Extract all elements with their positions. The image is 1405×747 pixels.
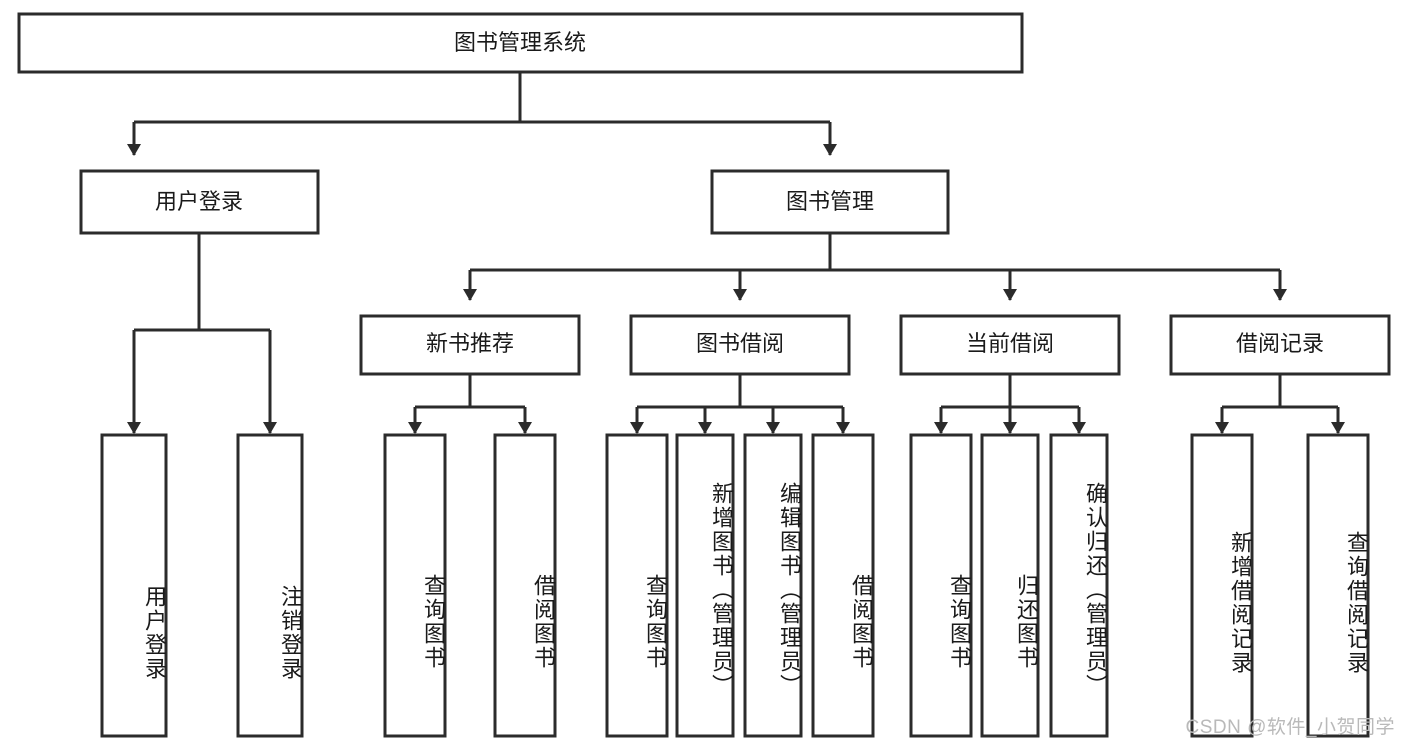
node-book-manage-label: 图书管理 <box>786 189 874 214</box>
leaf-box-book-borrow-1[interactable] <box>605 433 669 738</box>
leaf-box-new-book-1[interactable] <box>383 433 447 738</box>
node-current-borrow[interactable]: 当前借阅 <box>899 314 1121 376</box>
leaf-box-current-borrow-2[interactable] <box>980 433 1040 738</box>
node-borrow-record-box[interactable] <box>1169 314 1391 376</box>
node-root-label: 图书管理系统 <box>454 30 586 55</box>
node-user-login[interactable]: 用户登录 <box>79 169 320 235</box>
leaf-box-book-borrow-4[interactable] <box>811 433 875 738</box>
leaf-box-current-borrow-1[interactable] <box>909 433 973 738</box>
node-book-borrow-label: 图书借阅 <box>696 331 784 356</box>
leaf-box-borrow-record-2[interactable] <box>1306 433 1370 738</box>
node-borrow-record[interactable]: 借阅记录 <box>1169 314 1391 376</box>
node-book-manage[interactable]: 图书管理 <box>710 169 950 235</box>
leaf-box-current-borrow-3[interactable] <box>1049 433 1109 738</box>
leaf-box-user-login-1[interactable] <box>100 433 168 738</box>
node-book-manage-box[interactable] <box>710 169 950 235</box>
nodes-layer: 图书管理系统 用户登录 图书管理 新书推荐 图书借阅 当前借阅 借阅记录 <box>17 12 1391 738</box>
node-new-book-recommend[interactable]: 新书推荐 <box>359 314 581 376</box>
node-new-book-recommend-label: 新书推荐 <box>426 331 514 356</box>
node-book-borrow[interactable]: 图书借阅 <box>629 314 851 376</box>
node-book-borrow-box[interactable] <box>629 314 851 376</box>
leaf-box-borrow-record-1[interactable] <box>1190 433 1254 738</box>
node-new-book-recommend-box[interactable] <box>359 314 581 376</box>
node-user-login-box[interactable] <box>79 169 320 235</box>
node-user-login-label: 用户登录 <box>155 189 243 214</box>
edges-layer <box>127 72 1345 434</box>
watermark: CSDN @软件_小贺同学 <box>1185 717 1395 738</box>
leaf-box-book-borrow-3[interactable] <box>743 433 803 738</box>
leaf-box-new-book-2[interactable] <box>493 433 557 738</box>
node-root-box[interactable] <box>17 12 1024 74</box>
node-borrow-record-label: 借阅记录 <box>1236 331 1324 356</box>
node-root[interactable]: 图书管理系统 <box>17 12 1024 74</box>
node-current-borrow-label: 当前借阅 <box>966 331 1054 356</box>
node-current-borrow-box[interactable] <box>899 314 1121 376</box>
leaf-box-user-login-2[interactable] <box>236 433 304 738</box>
leaf-box-book-borrow-2[interactable] <box>675 433 735 738</box>
